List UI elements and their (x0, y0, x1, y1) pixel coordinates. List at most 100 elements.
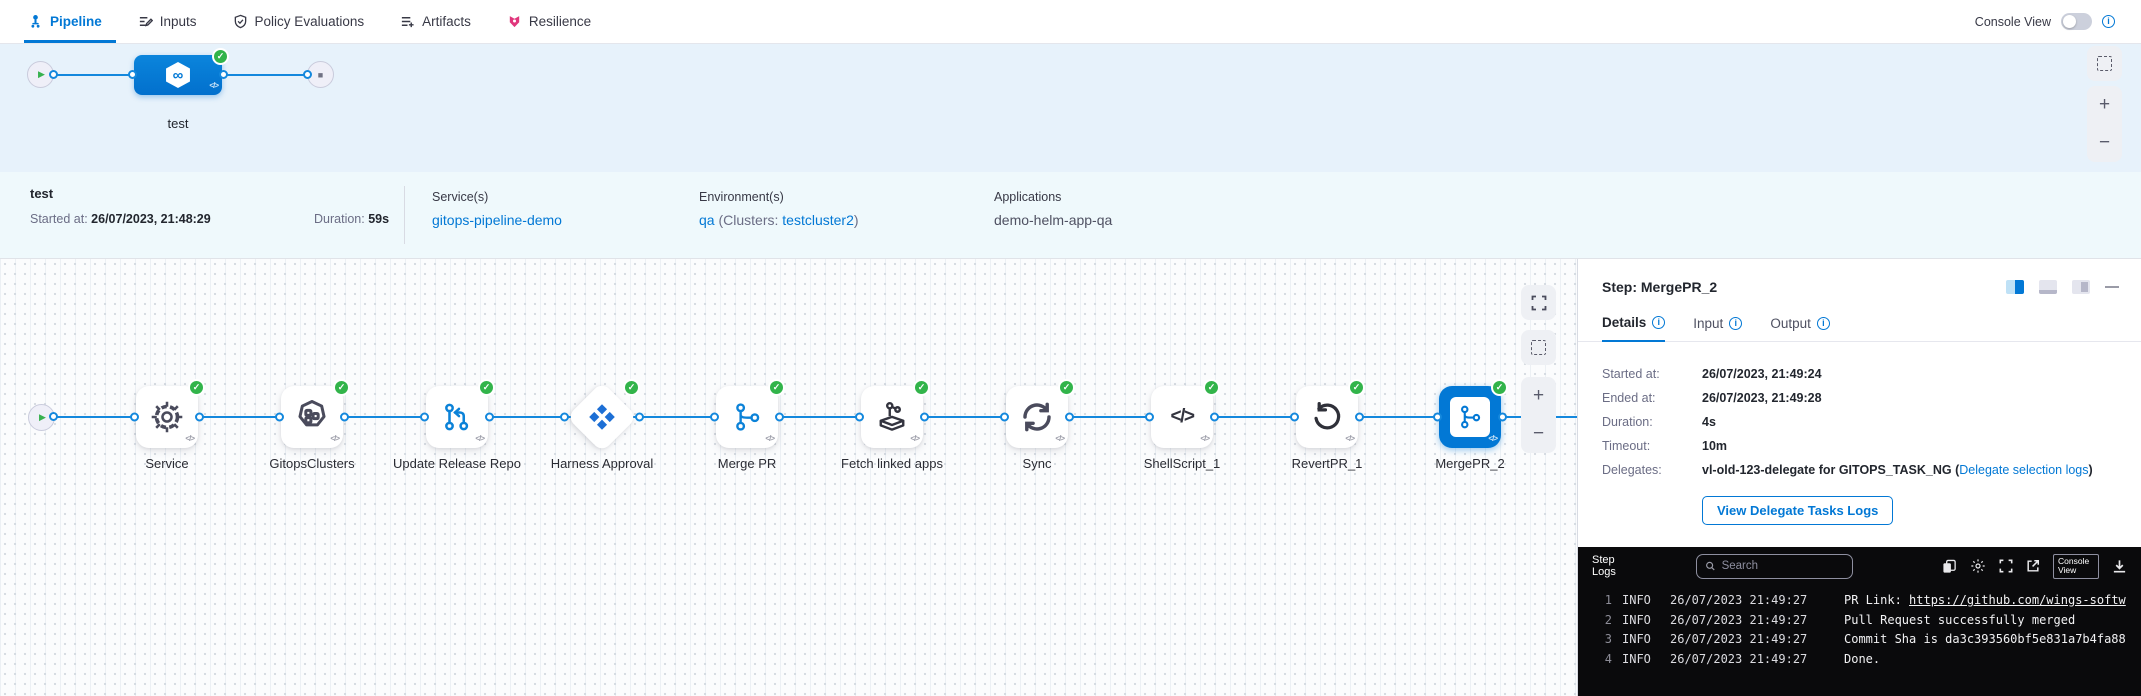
edge-dot (130, 412, 139, 422)
tab-label: Resilience (528, 14, 592, 29)
step-node-fetch-linked-apps[interactable] (855, 379, 930, 448)
environment-link[interactable]: qa (699, 212, 715, 228)
log-row: 3 INFO 26/07/2023 21:49:27 Commit Sha is… (1598, 630, 2141, 650)
template-code-mark-icon (910, 428, 919, 446)
tab-pipeline[interactable]: Pipeline (28, 14, 102, 29)
step-node-merge-pr[interactable] (710, 379, 785, 448)
console-view-button[interactable]: Console View (2053, 553, 2099, 579)
info-icon[interactable] (1816, 316, 1830, 330)
clusters-close: ) (853, 212, 859, 228)
stage-edge-line (222, 74, 320, 76)
zoom-in-button[interactable] (1521, 377, 1556, 415)
view-delegate-tasks-logs-button[interactable]: View Delegate Tasks Logs (1702, 496, 1894, 525)
detail-row: Started at: 26/07/2023, 21:49:24 (1602, 368, 2141, 381)
selection-mode-button[interactable] (1521, 330, 1556, 365)
log-search-box[interactable] (1696, 553, 1853, 579)
service-link[interactable]: gitops-pipeline-demo (432, 212, 562, 228)
code-icon: </> (1170, 406, 1195, 427)
environments-label: Environment(s) (699, 190, 784, 204)
tab-inputs[interactable]: Inputs (138, 14, 197, 29)
graph-zoom-controls (1521, 377, 1556, 453)
edge-dot (485, 412, 494, 422)
edge-dot (1210, 412, 1219, 422)
top-tab-bar: Pipeline Inputs Policy Evaluations Artif… (0, 0, 2141, 44)
started-label: Started at: (30, 212, 88, 226)
delegates-value-wrap: vl-old-123-delegate for GITOPS_TASK_NG (… (1702, 464, 2093, 477)
download-icon[interactable] (2112, 559, 2127, 574)
tab-label: Artifacts (422, 14, 471, 29)
copy-icon[interactable] (1942, 559, 1957, 574)
step-node-gitopsclusters[interactable] (275, 379, 350, 448)
details-section: Started at: 26/07/2023, 21:49:24 Ended a… (1578, 342, 2141, 525)
step-node-sync[interactable] (1000, 379, 1075, 448)
stage-node-test[interactable] (128, 48, 229, 95)
tab-details[interactable]: Details (1602, 315, 1666, 342)
tab-label: Pipeline (50, 14, 102, 29)
detail-row: Ended at: 26/07/2023, 21:49:28 (1602, 392, 2141, 405)
log-search-input[interactable] (1721, 560, 1844, 572)
step-node-harness-approval[interactable] (560, 379, 644, 453)
active-tab-indicator (24, 40, 116, 43)
log-level: INFO (1622, 651, 1651, 666)
success-check-badge (768, 379, 785, 396)
tab-resilience[interactable]: Resilience (507, 14, 591, 29)
tab-output[interactable]: Output (1770, 315, 1830, 341)
log-line-number: 2 (1604, 612, 1612, 627)
split-view-icon[interactable] (2006, 280, 2024, 294)
detail-value: 10m (1702, 439, 1728, 453)
detail-label: Ended at: (1602, 391, 1656, 405)
log-text: PR Link: (1844, 593, 1910, 607)
pr-link[interactable]: https://github.com/wings-softw (1909, 593, 2126, 607)
tab-policy-evaluations[interactable]: Policy Evaluations (233, 14, 365, 29)
log-text: Done. (1844, 651, 1881, 666)
edge-dot (635, 412, 644, 422)
zoom-in-button[interactable] (2087, 86, 2122, 124)
info-icon[interactable] (2102, 15, 2115, 28)
minimize-icon[interactable] (2105, 286, 2119, 288)
info-icon[interactable] (1729, 316, 1743, 330)
open-in-new-icon[interactable] (2026, 559, 2040, 573)
execution-meta-bar: test Started at: 26/07/2023, 21:48:29 Du… (0, 172, 2141, 259)
tab-artifacts[interactable]: Artifacts (400, 14, 471, 29)
step-node-shellscript-1[interactable]: </> (1145, 379, 1220, 448)
stage-zoom-controls (2087, 86, 2122, 162)
applications-label: Applications (994, 190, 1062, 204)
cluster-link[interactable]: testcluster2 (782, 212, 854, 228)
zoom-out-button[interactable] (2087, 124, 2122, 162)
step-node-update-release-repo[interactable] (420, 379, 495, 448)
console-view-toggle[interactable] (2061, 13, 2092, 30)
edge-dot (1000, 412, 1009, 422)
duration-label: Duration: (314, 212, 365, 226)
right-view-icon[interactable] (2072, 280, 2090, 294)
stage-strip: test (0, 44, 2141, 172)
step-node-revertpr-1[interactable] (1290, 379, 1365, 448)
selection-box-icon (2097, 56, 2112, 71)
info-icon[interactable] (1652, 316, 1666, 329)
settings-gear-icon[interactable] (1970, 558, 1986, 574)
bottom-view-icon[interactable] (2039, 280, 2057, 294)
step-node-service[interactable] (130, 379, 205, 448)
step-node-mergepr-2[interactable] (1433, 379, 1508, 448)
tab-label: Policy Evaluations (254, 14, 365, 29)
selection-mode-button[interactable] (2087, 46, 2122, 81)
detail-value: 26/07/2023, 21:49:24 (1702, 367, 1822, 381)
success-check-badge (188, 379, 205, 396)
log-message: Done. (1844, 650, 1880, 670)
tab-input[interactable]: Input (1693, 315, 1743, 341)
selection-box-icon (1531, 340, 1546, 355)
clusters-text: (Clusters: (714, 212, 783, 228)
inputs-icon (139, 17, 153, 27)
success-check-badge (1203, 379, 1220, 396)
fullscreen-icon[interactable] (1999, 559, 2013, 573)
edge-dot (1290, 412, 1299, 422)
zoom-out-button[interactable] (1521, 415, 1556, 453)
log-line-number: 3 (1604, 632, 1612, 646)
delegates-row: Delegates: vl-old-123-delegate for GITOP… (1602, 464, 2141, 477)
delegate-selection-logs-link[interactable]: Delegate selection logs (1959, 463, 2089, 477)
template-code-mark-icon (1345, 428, 1354, 446)
tab-label: Input (1693, 315, 1724, 331)
edge-dot (775, 412, 784, 422)
paren: ( (1955, 463, 1960, 477)
fit-to-screen-button[interactable] (1521, 285, 1556, 320)
git-update-repo-icon (445, 403, 469, 431)
